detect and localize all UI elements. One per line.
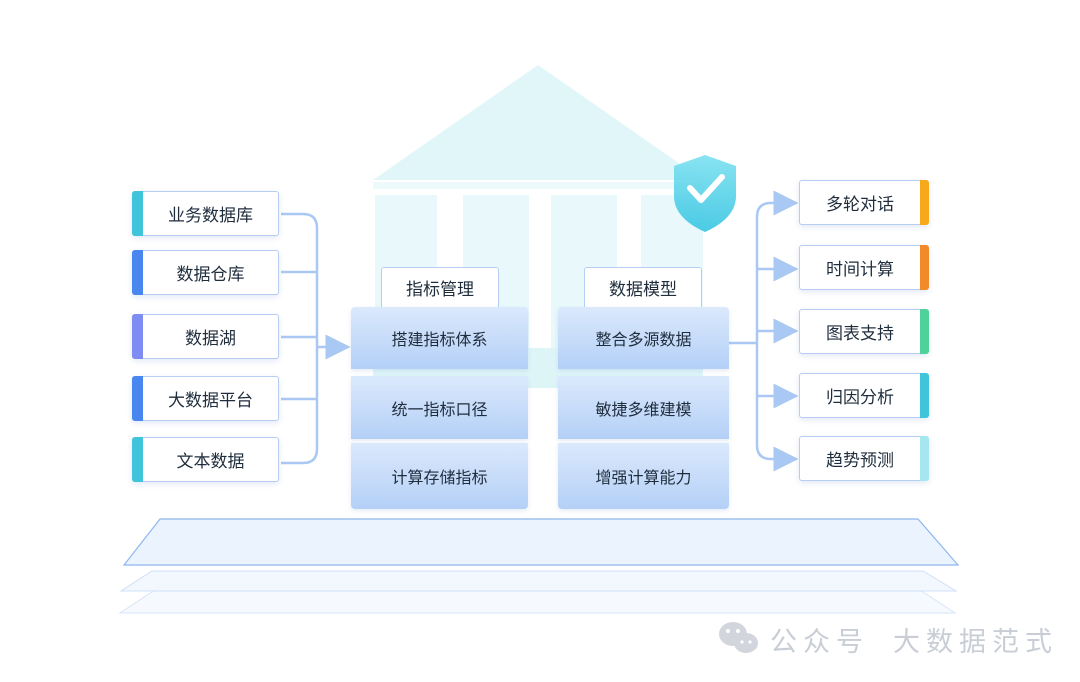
source-label: 大数据平台 (168, 391, 253, 411)
output-label: 图表支持 (826, 324, 894, 344)
source-label: 文本数据 (176, 452, 245, 472)
column-title: 数据模型 (584, 267, 702, 307)
base-platform (118, 518, 960, 614)
source-accent (132, 314, 143, 359)
column-item: 整合多源数据 (558, 307, 729, 369)
source-business-db: 业务数据库 (132, 191, 279, 236)
output-attribution-analysis: 归因分析 (799, 373, 929, 418)
wechat-icon (719, 622, 758, 653)
output-accent (920, 373, 929, 418)
output-label: 归因分析 (826, 388, 894, 408)
column-item: 统一指标口径 (351, 376, 528, 439)
source-label: 数据仓库 (176, 265, 245, 285)
output-label: 多轮对话 (826, 195, 894, 215)
output-multi-turn-dialog: 多轮对话 (799, 180, 929, 225)
source-text-data: 文本数据 (132, 437, 279, 482)
source-connectors (281, 212, 351, 465)
output-label: 趋势预测 (826, 451, 894, 471)
output-time-calculation: 时间计算 (799, 245, 929, 290)
output-trend-forecast: 趋势预测 (799, 436, 929, 481)
output-accent (920, 309, 929, 354)
source-accent (132, 376, 143, 421)
watermark-name: 大数据范式 (893, 627, 1058, 658)
watermark-account: 公众号 (770, 627, 869, 658)
column-item: 增强计算能力 (558, 443, 729, 509)
source-accent (132, 437, 143, 482)
output-accent (920, 436, 929, 481)
shield-check-icon (674, 155, 736, 232)
output-label: 时间计算 (826, 260, 894, 280)
output-chart-support: 图表支持 (799, 309, 929, 354)
column-item: 计算存储指标 (351, 443, 528, 509)
source-big-data-platform: 大数据平台 (132, 376, 279, 421)
output-connectors (729, 190, 799, 472)
source-data-lake: 数据湖 (132, 314, 279, 359)
output-accent (920, 180, 929, 225)
source-accent (132, 250, 143, 295)
source-data-warehouse: 数据仓库 (132, 250, 279, 295)
column-item: 搭建指标体系 (351, 307, 528, 369)
source-label: 数据湖 (185, 329, 236, 349)
column-title: 指标管理 (381, 267, 499, 307)
column-item: 敏捷多维建模 (558, 376, 729, 439)
source-label: 业务数据库 (168, 206, 253, 226)
source-accent (132, 191, 143, 236)
output-accent (920, 245, 929, 290)
